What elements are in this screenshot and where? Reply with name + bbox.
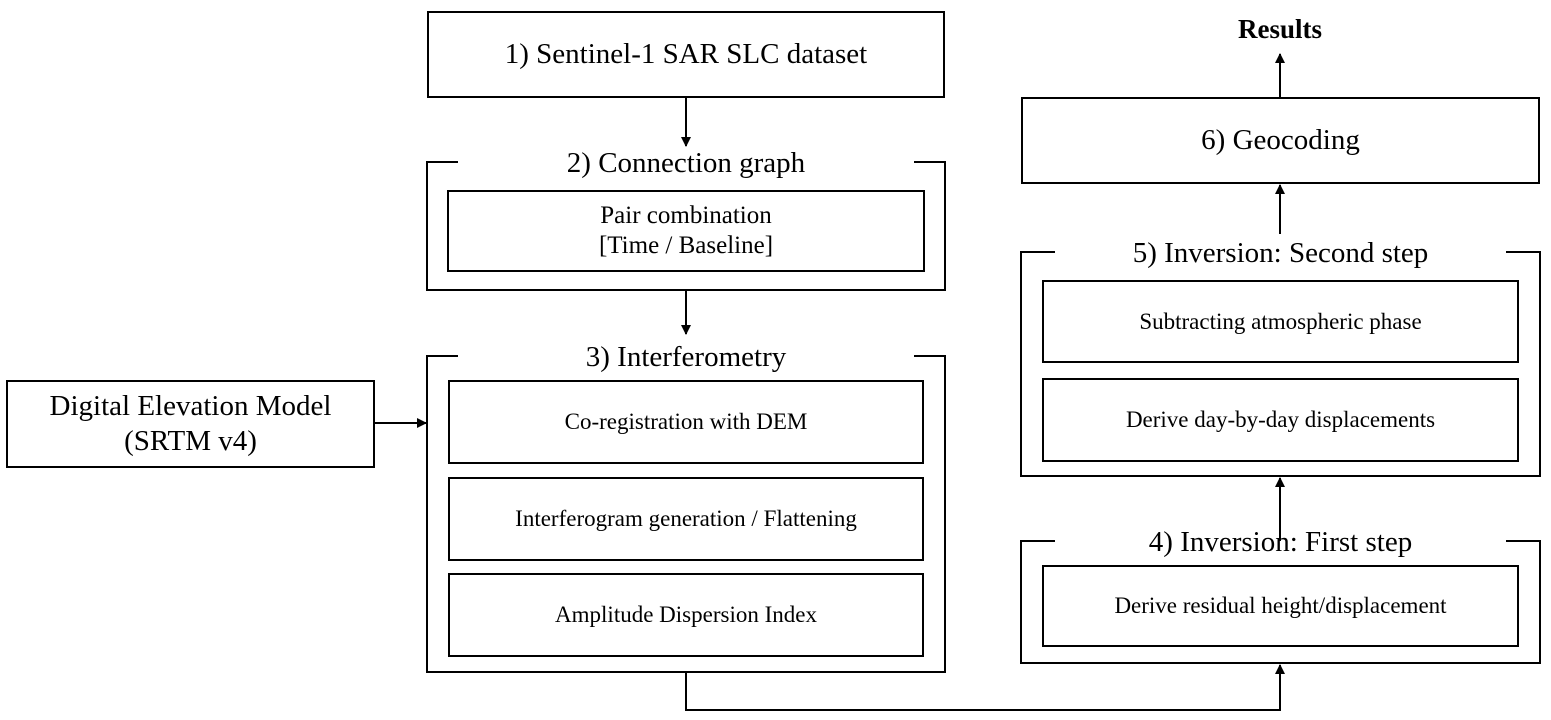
interferogram-label: Interferogram generation / Flattening bbox=[515, 506, 857, 532]
day-by-day-label: Derive day-by-day displacements bbox=[1125, 407, 1436, 433]
interferometry-title: 3) Interferometry bbox=[585, 341, 787, 373]
amplitude-dispersion-box: Amplitude Dispersion Index bbox=[448, 573, 924, 657]
residual-height-label: Derive residual height/displacement bbox=[1114, 593, 1447, 619]
pair-combination-box: Pair combination [Time / Baseline] bbox=[447, 190, 925, 272]
frame-inversion-second bbox=[1020, 251, 1541, 477]
coregistration-box: Co-registration with DEM bbox=[448, 380, 924, 464]
sentinel-dataset-label: 1) Sentinel-1 SAR SLC dataset bbox=[504, 38, 868, 71]
sentinel-dataset-box: 1) Sentinel-1 SAR SLC dataset bbox=[427, 11, 945, 98]
connection-graph-title: 2) Connection graph bbox=[566, 147, 806, 179]
interferogram-box: Interferogram generation / Flattening bbox=[448, 477, 924, 561]
srtm-label: (SRTM v4) bbox=[124, 425, 257, 457]
amplitude-dispersion-label: Amplitude Dispersion Index bbox=[555, 602, 817, 628]
pair-combination-label: Pair combination bbox=[600, 202, 772, 229]
day-by-day-box: Derive day-by-day displacements bbox=[1042, 378, 1519, 462]
dem-label: Digital Elevation Model bbox=[49, 390, 332, 423]
geocoding-box: 6) Geocoding bbox=[1021, 97, 1540, 184]
residual-height-box: Derive residual height/displacement bbox=[1042, 565, 1519, 647]
dem-box: Digital Elevation Model (SRTM v4) bbox=[6, 380, 375, 468]
frame-inversion-first bbox=[1020, 540, 1541, 664]
results-label: Results bbox=[1237, 14, 1322, 44]
time-baseline-label: [Time / Baseline] bbox=[598, 232, 774, 259]
inversion-second-title: 5) Inversion: Second step bbox=[1132, 237, 1429, 269]
subtract-atmospheric-box: Subtracting atmospheric phase bbox=[1042, 280, 1519, 363]
coregistration-label: Co-registration with DEM bbox=[564, 409, 808, 435]
geocoding-label: 6) Geocoding bbox=[1201, 124, 1360, 157]
inversion-first-title: 4) Inversion: First step bbox=[1148, 526, 1413, 558]
subtract-atmospheric-label: Subtracting atmospheric phase bbox=[1139, 308, 1422, 334]
arrow-interferometry-to-inversion-first bbox=[685, 664, 1285, 711]
